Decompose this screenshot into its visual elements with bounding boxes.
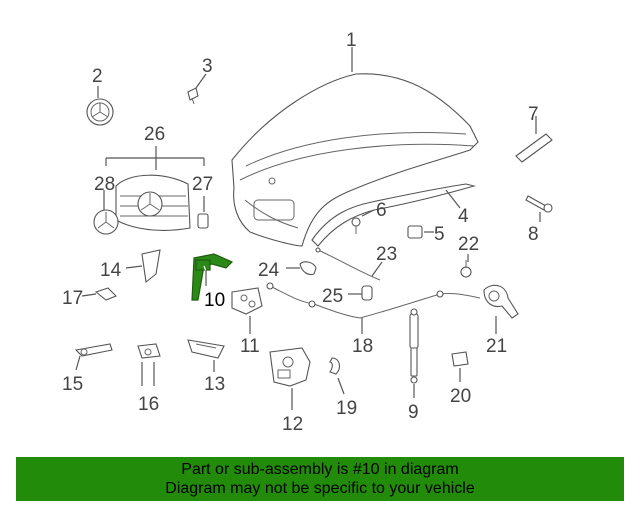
bumper-part-25 (361, 285, 373, 301)
callout-14: 14 (100, 260, 122, 281)
callout-17: 17 (62, 288, 83, 309)
callout-18: 18 (352, 336, 373, 357)
callout-2: 2 (92, 66, 103, 87)
callout-5: 5 (434, 224, 445, 245)
bumper-part-20 (451, 351, 469, 367)
hood-latch-part-12 (269, 347, 311, 387)
callout-26: 26 (144, 124, 165, 145)
callout-25: 25 (322, 286, 343, 307)
callout-19: 19 (336, 398, 357, 419)
callout-21: 21 (486, 336, 507, 357)
callout-28: 28 (94, 174, 115, 195)
callout-16: 16 (138, 394, 159, 415)
release-cable-part-18 (266, 282, 481, 319)
gas-strut-part-9 (409, 308, 419, 384)
callout-3: 3 (202, 56, 213, 77)
callout-13: 13 (204, 374, 225, 395)
bolt-part-22 (460, 260, 472, 278)
clip-part-17 (94, 287, 117, 301)
callout-6: 6 (376, 200, 387, 221)
callout-4: 4 (458, 206, 469, 227)
callout-9: 9 (408, 402, 419, 423)
star-emblem-part (93, 209, 119, 235)
clip-part-27 (197, 213, 209, 229)
hinge-part-11 (231, 287, 263, 315)
cover-part-13 (187, 339, 225, 359)
cable-part-23 (315, 247, 381, 281)
lever-part-15 (74, 343, 113, 357)
grille-part (115, 174, 191, 231)
clip-part-19 (329, 357, 341, 375)
bracket-part-14 (141, 249, 161, 284)
callout-24: 24 (258, 260, 280, 281)
bracket-part-24 (299, 261, 317, 276)
callout-27: 27 (192, 174, 213, 195)
callout-7: 7 (528, 104, 539, 125)
callout-15: 15 (62, 374, 83, 395)
hood-hinge-part-10-highlighted (191, 253, 234, 301)
clip-part-3 (187, 87, 199, 105)
info-banner: Part or sub-assembly is #10 in diagram D… (16, 457, 624, 501)
clip-part-16 (137, 343, 161, 386)
bolt-part-8 (525, 195, 553, 213)
banner-line-1: Part or sub-assembly is #10 in diagram (181, 461, 459, 478)
latch-part-21 (483, 284, 519, 319)
callout-12: 12 (282, 414, 303, 435)
grille-assembly-bracket (105, 146, 205, 170)
hood-seal-part (311, 183, 477, 247)
trim-part-7 (515, 133, 553, 163)
callout-10: 10 (204, 290, 225, 311)
callout-22: 22 (458, 234, 479, 255)
banner-line-2: Diagram may not be specific to your vehi… (165, 480, 475, 497)
bolt-part-6 (351, 217, 361, 234)
callout-11: 11 (240, 336, 260, 357)
callout-23: 23 (376, 244, 397, 265)
parts-diagram: 1 2 3 4 5 6 7 8 9 10 11 12 13 14 15 16 1… (62, 30, 553, 435)
bumper-part-5 (407, 225, 423, 239)
callout-8: 8 (528, 224, 539, 245)
emblem-part (86, 98, 114, 126)
callout-20: 20 (450, 386, 471, 407)
callout-1: 1 (346, 30, 357, 51)
hood-part (231, 73, 479, 247)
